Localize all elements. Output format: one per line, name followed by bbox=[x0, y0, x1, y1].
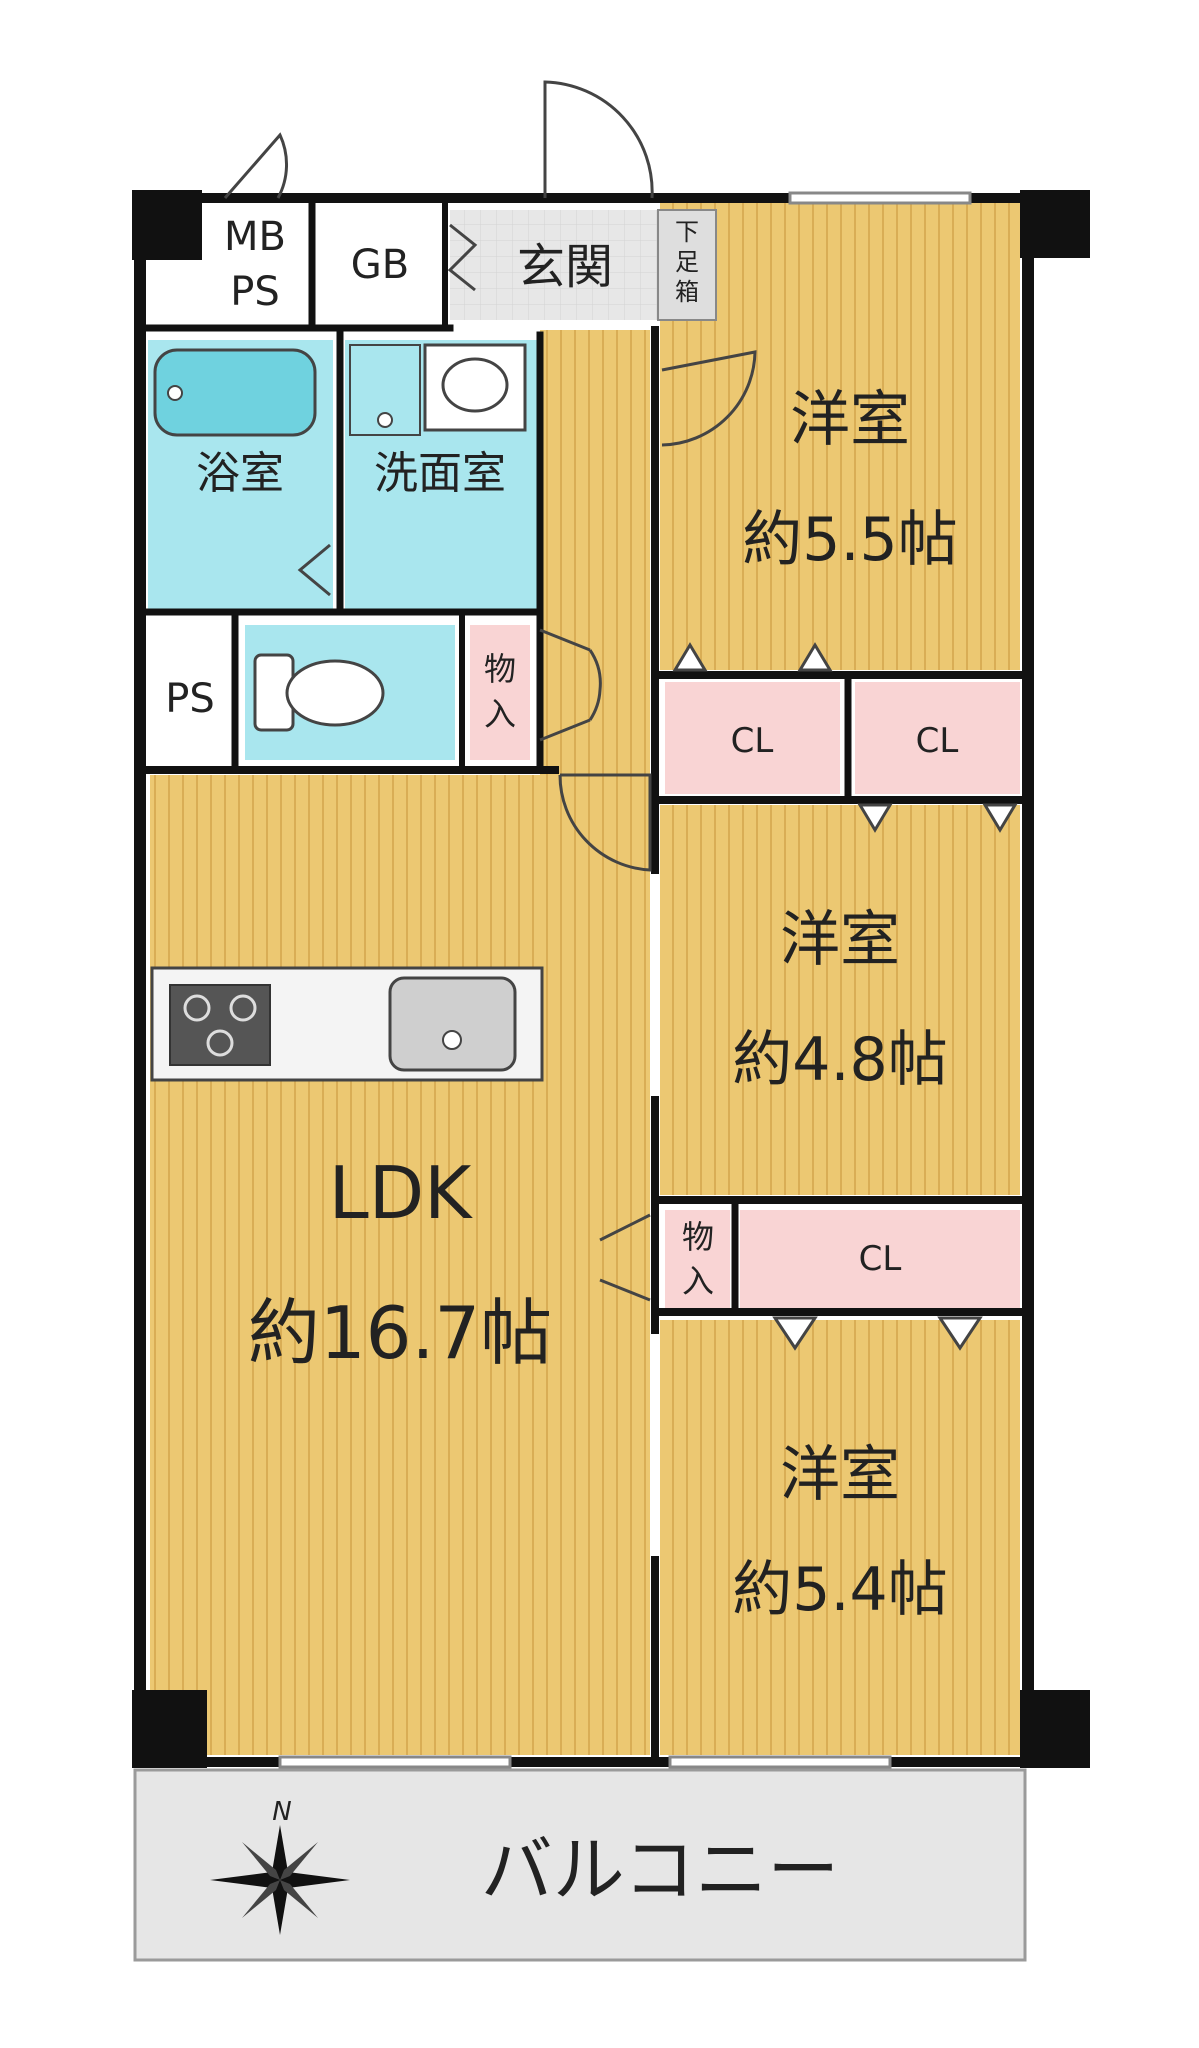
column-tl bbox=[132, 190, 202, 260]
closet-b-label: CL bbox=[916, 721, 959, 761]
bedroom3-floor bbox=[660, 1320, 1020, 1755]
storage-top-label-2: 入 bbox=[484, 695, 516, 733]
windows bbox=[278, 191, 972, 1769]
gb-label: GB bbox=[351, 242, 409, 288]
closet-a-label: CL bbox=[731, 721, 774, 761]
doors bbox=[223, 80, 757, 1302]
column-tr bbox=[1020, 190, 1090, 258]
washbasin-bowl bbox=[441, 357, 509, 413]
bath-label: 浴室 bbox=[196, 448, 284, 499]
mbps-label-line1: MB bbox=[224, 214, 286, 260]
shoebox-label-2: 足 bbox=[675, 248, 699, 276]
closet-door-markers bbox=[672, 642, 1018, 1351]
washing-machine-area bbox=[349, 344, 421, 436]
ldk-name: LDK bbox=[329, 1151, 474, 1235]
closet-c-label: CL bbox=[859, 1239, 902, 1279]
bathtub bbox=[153, 348, 317, 437]
washroom-label: 洗面室 bbox=[374, 448, 506, 499]
column-br bbox=[1020, 1690, 1090, 1768]
storage-top-label-1: 物 bbox=[484, 650, 516, 688]
storage-top-area bbox=[470, 625, 530, 760]
burner-1 bbox=[183, 994, 211, 1022]
bedroom3-size: 約5.4帖 bbox=[732, 1555, 947, 1625]
storage-mid-label-2: 入 bbox=[682, 1262, 714, 1300]
storage-mid-area bbox=[665, 1210, 730, 1308]
compass-icon bbox=[210, 1825, 350, 1935]
shoebox-label-1: 下 bbox=[675, 218, 699, 246]
toilet-bowl bbox=[285, 659, 385, 727]
bedroom2-floor bbox=[660, 805, 1020, 1195]
closet-b-area bbox=[855, 682, 1020, 794]
bedroom1-floor bbox=[660, 200, 1020, 670]
bedroom1-name: 洋室 bbox=[790, 385, 910, 455]
closet-a-area bbox=[665, 682, 840, 794]
mbps-label-line2: PS bbox=[230, 269, 280, 315]
ldk-floor bbox=[150, 775, 650, 1755]
ps-label: PS bbox=[165, 676, 215, 722]
burner-3 bbox=[206, 1029, 234, 1057]
bedroom2-name: 洋室 bbox=[780, 905, 900, 975]
burner-2 bbox=[229, 994, 257, 1022]
kitchen-sink bbox=[388, 976, 517, 1072]
bedroom2-size: 約4.8帖 bbox=[732, 1025, 947, 1095]
closet-c-area bbox=[740, 1210, 1020, 1308]
bathtub-drain bbox=[167, 385, 183, 401]
corridor-floor bbox=[540, 330, 650, 775]
genkan-label: 玄関 bbox=[517, 239, 613, 295]
ldk-size: 約16.7帖 bbox=[248, 1291, 552, 1375]
compass-north-label: N bbox=[272, 1797, 291, 1827]
stove bbox=[169, 984, 271, 1066]
genkan-floor bbox=[450, 210, 660, 320]
shoebox bbox=[657, 209, 717, 321]
washing-drain bbox=[377, 412, 393, 428]
bedroom3-name: 洋室 bbox=[780, 1440, 900, 1510]
column-bl bbox=[132, 1690, 207, 1768]
sink-drain bbox=[442, 1030, 462, 1050]
balcony-label: バルコニー bbox=[481, 1828, 840, 1912]
bedroom1-size: 約5.5帖 bbox=[742, 505, 957, 575]
shoebox-label-3: 箱 bbox=[675, 278, 699, 306]
storage-mid-label-1: 物 bbox=[682, 1218, 714, 1256]
